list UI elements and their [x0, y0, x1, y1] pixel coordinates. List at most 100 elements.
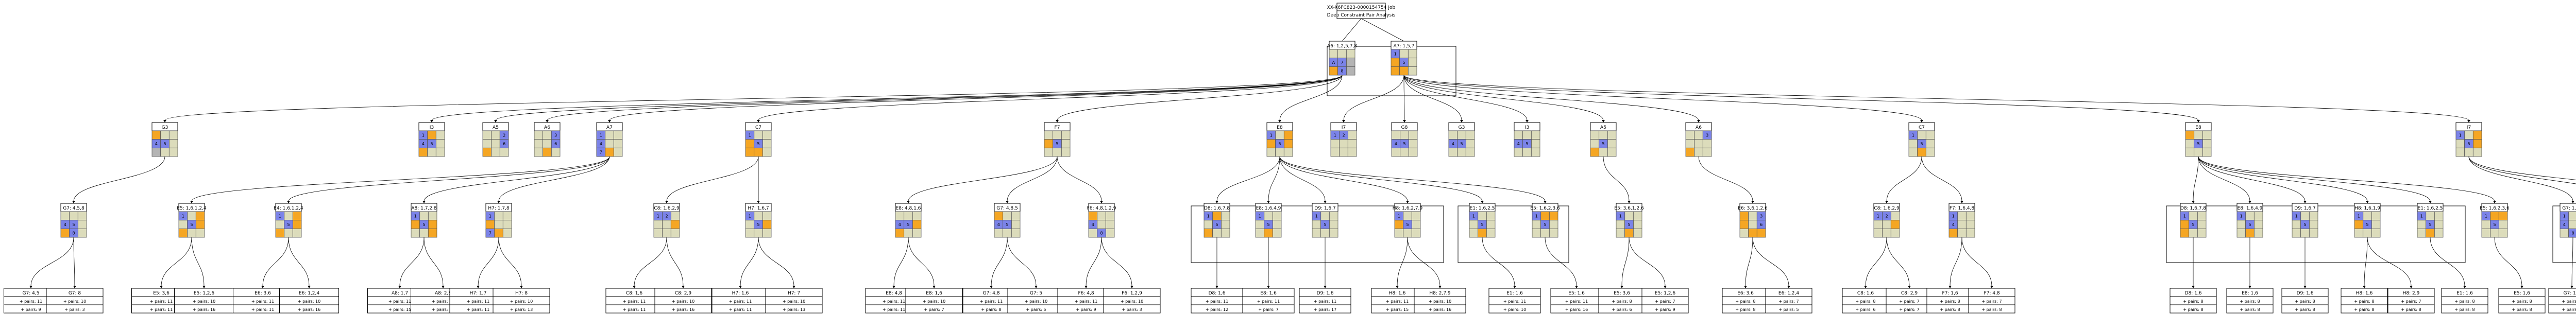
grid-cell [1685, 147, 1695, 157]
grid-cell [1448, 147, 1458, 157]
edge [431, 75, 1343, 121]
leaf-annotation: + pairs: 11 [251, 307, 274, 312]
highlight-cell [485, 228, 495, 238]
grid-cell [1411, 220, 1421, 229]
highlight-digit: 5 [2429, 222, 2431, 227]
grid-cell [168, 130, 178, 140]
leaf-annotation: + pairs: 8 [2454, 299, 2475, 304]
grid-cell [1212, 211, 1222, 221]
leaf-row [1765, 304, 1812, 314]
grid-cell [745, 139, 755, 148]
grid-cell [1486, 220, 1496, 229]
node-label: A5 [1600, 125, 1606, 130]
leaf-annotation: + pairs: 7 [1899, 307, 1919, 312]
grid-cell [2568, 220, 2576, 229]
edge [1698, 156, 1753, 202]
highlight-cell [1088, 220, 1098, 229]
grid-cell [762, 139, 772, 148]
leaf-annotation: + pairs: 11 [1503, 299, 1526, 304]
leaf-annotation: + pairs: 11 [251, 299, 274, 304]
grid-cell [605, 130, 614, 140]
grid-cell [1105, 228, 1115, 238]
highlight-digit: 1 [1912, 133, 1914, 137]
node-l14: A63 [1685, 122, 1712, 157]
leaf-annotation: + pairs: 11 [467, 299, 489, 304]
leaf-annotation: + pairs: 10 [1025, 299, 1047, 304]
grid-cell [1408, 58, 1417, 67]
edge [2198, 156, 2250, 202]
highlight-cell [187, 220, 196, 229]
grid-cell [1607, 139, 1617, 148]
node-k14: H7: 7+ pairs: 10+ pairs: 13 [765, 288, 823, 314]
leaf-label: C8: 2,9 [1901, 291, 1918, 296]
edge-arrowhead [907, 201, 910, 203]
node-m25: E1: 1,6,2,515 [2417, 203, 2444, 238]
highlight-cell [1320, 220, 1330, 229]
grid-cell [1391, 130, 1401, 140]
grid-cell [1003, 228, 1012, 238]
leaf-row [2498, 304, 2546, 314]
grid-cell [1633, 228, 1642, 238]
grid-cell [1965, 220, 1975, 229]
highlight-digit: 1 [1619, 214, 1622, 218]
leaf-annotation: + pairs: 7 [1258, 307, 1278, 312]
grid-cell [1694, 147, 1703, 157]
highlight-digit: 1 [600, 133, 602, 137]
grid-cell [1283, 139, 1293, 148]
grid-cell [1264, 211, 1273, 221]
node-m7: H7: 1,6,715 [745, 203, 772, 238]
grid-cell [2194, 147, 2203, 157]
edge-arrowhead [1664, 286, 1667, 288]
grid-cell [1599, 147, 1608, 157]
node-m13: D9: 1,6,715 [1312, 203, 1338, 238]
grid-cell [2300, 228, 2310, 238]
leaf-row [1103, 304, 1161, 314]
highlight-cell [411, 211, 420, 221]
leaf-annotation: + pairs: 8 [1981, 307, 2002, 312]
grid-cell [745, 228, 755, 238]
edge-arrowhead [1481, 201, 1484, 203]
edge-arrowhead [308, 286, 311, 288]
edge [1403, 75, 1462, 121]
grid-cell [1337, 49, 1347, 59]
grid-cell [2189, 211, 2198, 221]
grid-cell [1531, 139, 1540, 148]
highlight-digit: 1 [1315, 214, 1318, 218]
edge [2367, 237, 2412, 287]
leaf-annotation: + pairs: 8 [1940, 307, 1960, 312]
edge-arrowhead [1460, 120, 1463, 123]
highlight-digit: 4 [899, 222, 901, 227]
grid-cell [1957, 228, 1967, 238]
grid-cell [292, 220, 302, 229]
grid-cell [1272, 228, 1282, 238]
edge-arrowhead [665, 201, 668, 203]
leaf-annotation: + pairs: 16 [1565, 307, 1588, 312]
grid-cell [1694, 139, 1703, 148]
highlight-cell [754, 220, 763, 229]
grid-cell [1339, 139, 1348, 148]
leaf-annotation: + pairs: 8 [2240, 299, 2260, 304]
grid-cell [1320, 211, 1330, 221]
grid-cell [292, 228, 302, 238]
highlight-digit: 7 [489, 231, 492, 236]
highlight-digit: 4 [1395, 142, 1397, 146]
edge [1268, 156, 1280, 202]
grid-cell [1685, 130, 1695, 140]
grid-cell [613, 130, 623, 140]
highlight-cell [1599, 139, 1608, 148]
leaf-annotation: + pairs: 16 [672, 307, 694, 312]
grid-cell [2202, 130, 2212, 140]
edge [2468, 156, 2576, 184]
highlight-cell [904, 220, 913, 229]
node-label: E8: 1,6,4,9 [1256, 206, 1281, 211]
edge-arrowhead [1697, 120, 1700, 123]
grid-cell [2426, 228, 2435, 238]
grid-cell [178, 220, 188, 229]
edge [1216, 156, 1280, 202]
highlight-cell [662, 211, 671, 221]
grid-cell [762, 211, 772, 221]
edge [2571, 237, 2573, 287]
grid-cell [1088, 228, 1098, 238]
